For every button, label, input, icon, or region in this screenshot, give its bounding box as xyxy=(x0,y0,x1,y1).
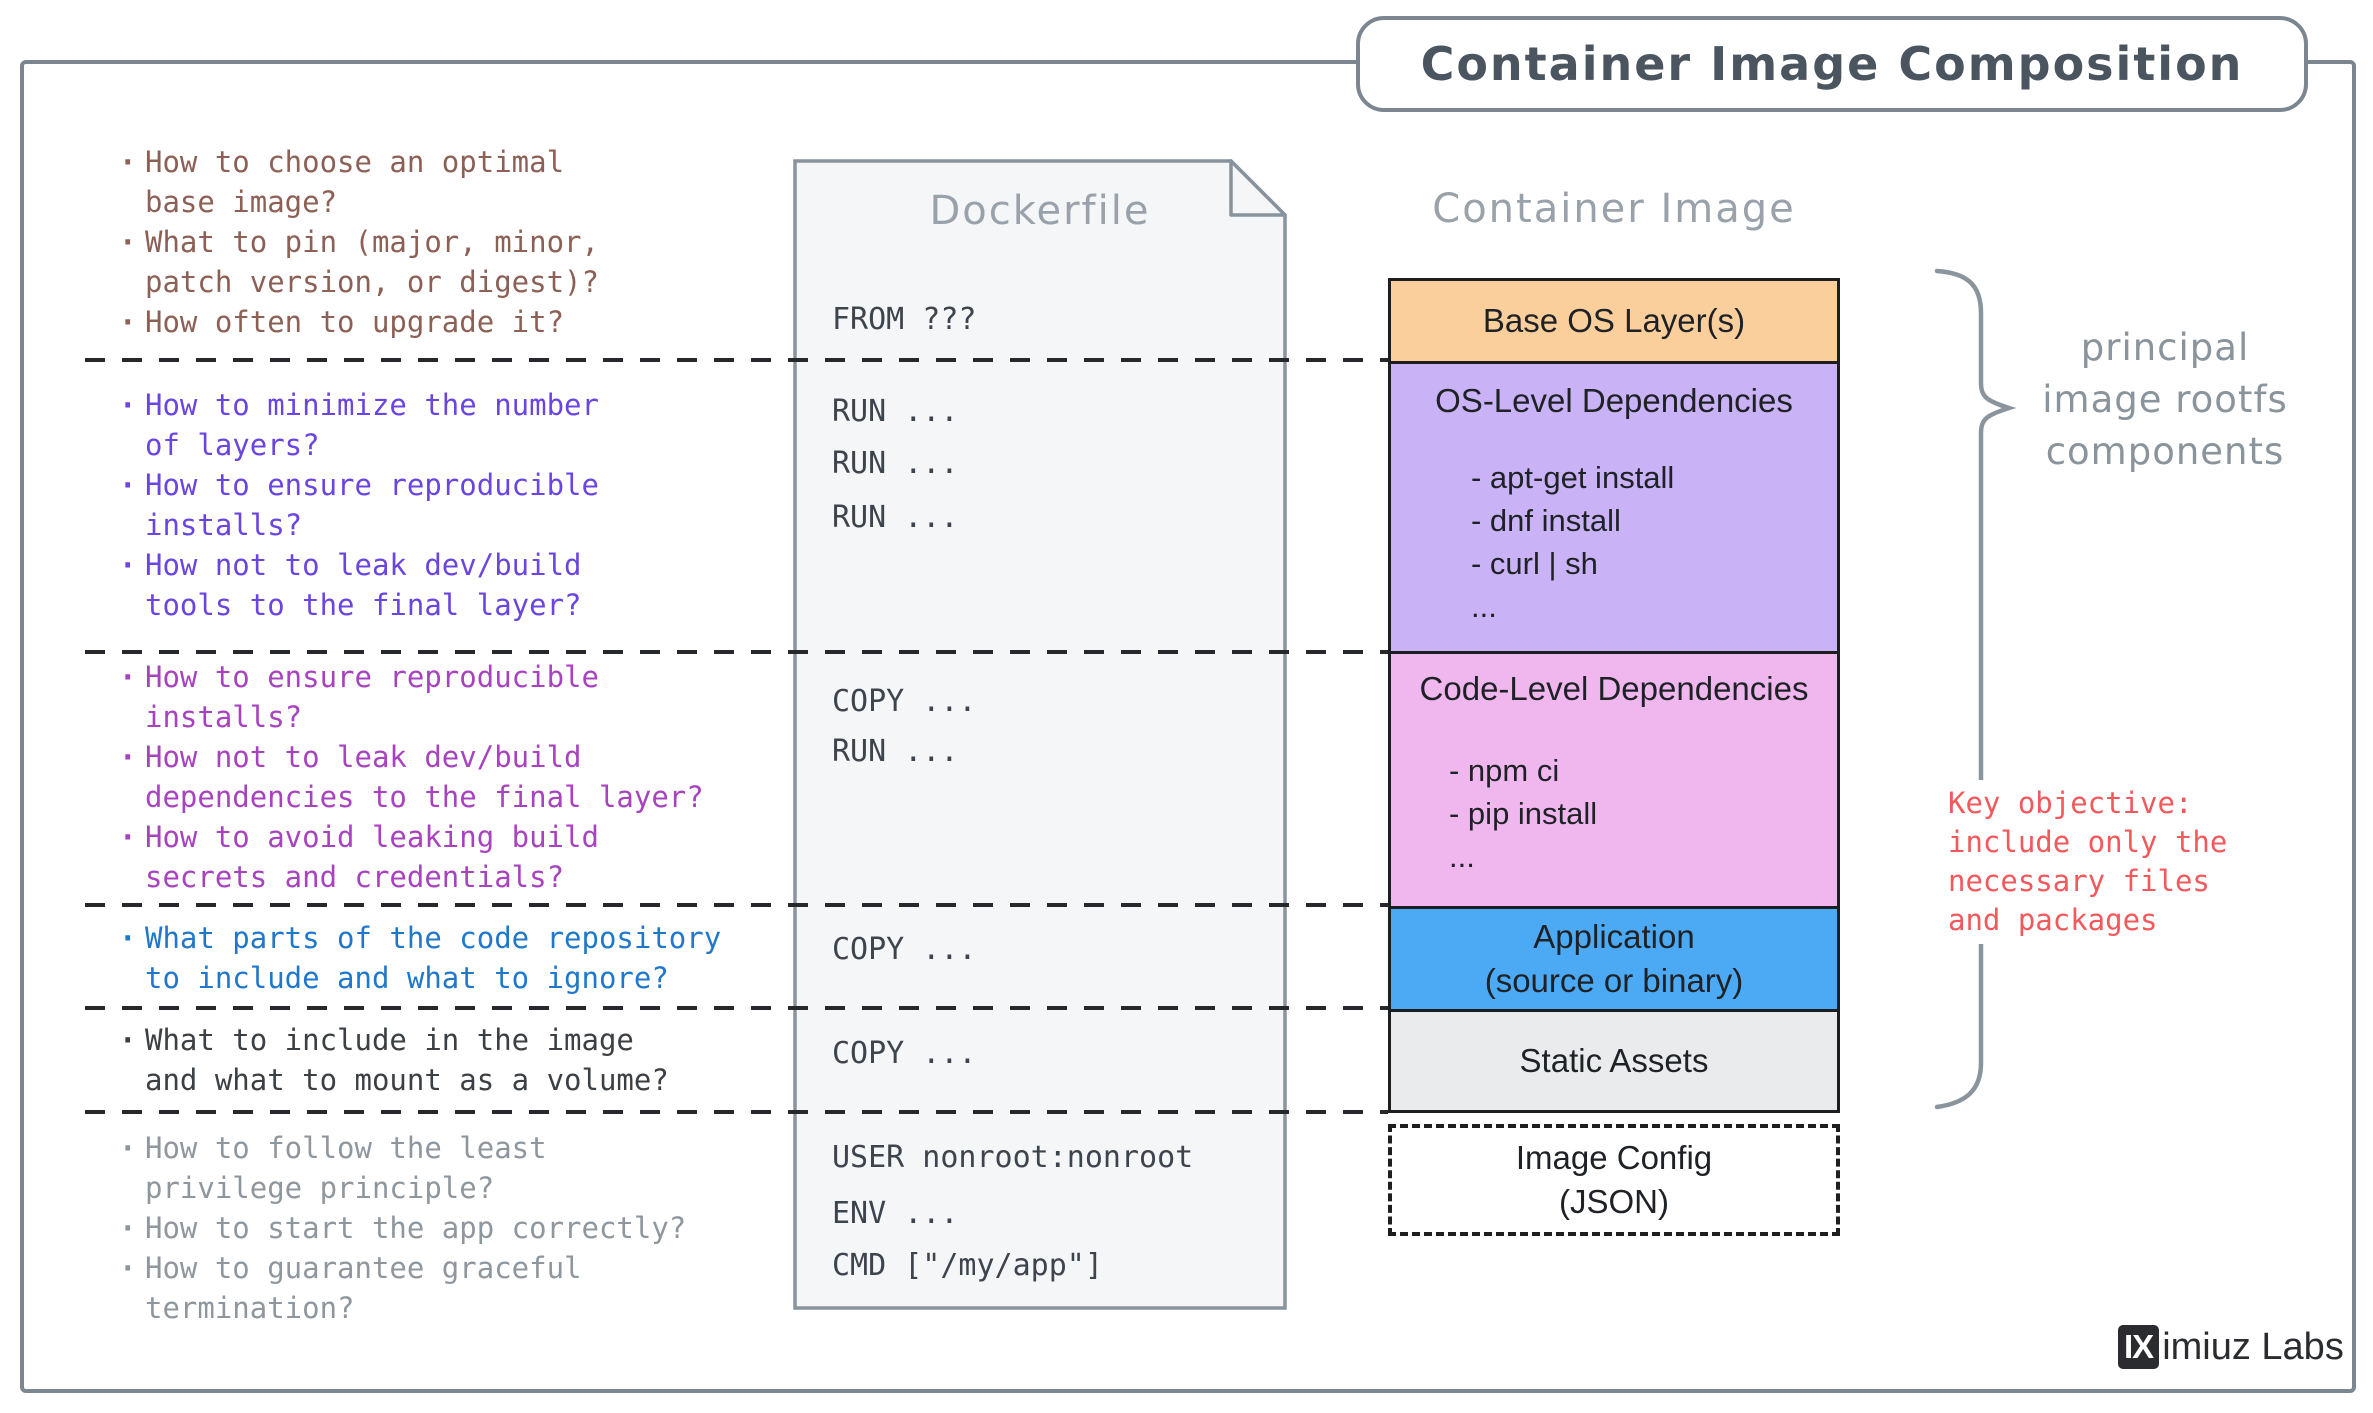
question-group-image-config: How to follow the least privilege princi… xyxy=(117,1128,777,1328)
dockerfile-instruction: RUN ... xyxy=(832,500,959,535)
layer-code-level-dependencies: Code-Level Dependencies - npm ci - pip i… xyxy=(1391,651,1837,906)
question-item: How to guarantee graceful termination? xyxy=(117,1248,777,1328)
title-box: Container Image Composition xyxy=(1356,16,2308,112)
dashed-separator xyxy=(85,358,1388,362)
dockerfile-instruction: RUN ... xyxy=(832,734,959,769)
container-image-stack: Base OS Layer(s) OS-Level Dependencies -… xyxy=(1388,278,1840,1113)
question-item: How to avoid leaking build secrets and c… xyxy=(117,817,777,897)
layer-application: Application (source or binary) xyxy=(1391,906,1837,1009)
logo-text: imiuz Labs xyxy=(2162,1325,2344,1368)
page-title: Container Image Composition xyxy=(1420,37,2244,91)
layer-os-level-dependencies: OS-Level Dependencies - apt-get install … xyxy=(1391,361,1837,651)
dashed-separator xyxy=(85,650,1388,654)
curly-brace xyxy=(1934,268,2017,1110)
question-item: What parts of the code repository to inc… xyxy=(117,918,777,998)
container-image-label: Container Image xyxy=(1432,186,1796,232)
layer-static-assets: Static Assets xyxy=(1391,1009,1837,1110)
outer-frame xyxy=(20,60,2356,1393)
dockerfile-instruction: COPY ... xyxy=(832,932,977,967)
question-item: What to pin (major, minor, patch version… xyxy=(117,222,777,302)
question-group-os-deps: How to minimize the number of layers? Ho… xyxy=(117,385,777,625)
question-item: How often to upgrade it? xyxy=(117,302,777,342)
dockerfile-instruction: COPY ... xyxy=(832,1036,977,1071)
layer-base-os: Base OS Layer(s) xyxy=(1391,281,1837,361)
layer-title: OS-Level Dependencies xyxy=(1435,382,1793,419)
layer-title: Static Assets xyxy=(1519,1042,1709,1079)
dockerfile-instruction: FROM ??? xyxy=(832,302,977,337)
dockerfile-label: Dockerfile xyxy=(929,188,1151,234)
layer-bullet-list: - apt-get install - dnf install - curl |… xyxy=(1471,460,1675,624)
question-item: How not to leak dev/build tools to the f… xyxy=(117,545,777,625)
layer-title: Image Config (JSON) xyxy=(1515,1139,1713,1220)
key-objective-note: Key objective: include only the necessar… xyxy=(1948,780,2234,944)
question-group-code-deps: How to ensure reproducible installs? How… xyxy=(117,657,777,897)
dockerfile-instruction: COPY ... xyxy=(832,684,977,719)
question-item: How to minimize the number of layers? xyxy=(117,385,777,465)
brace-annotation: principal image rootfs components xyxy=(2042,326,2288,473)
question-item: What to include in the image and what to… xyxy=(117,1020,777,1100)
dockerfile-instruction: RUN ... xyxy=(832,394,959,429)
question-group-static-assets: What to include in the image and what to… xyxy=(117,1020,777,1100)
layer-image-config: Image Config (JSON) xyxy=(1388,1124,1840,1236)
dockerfile-instruction: USER nonroot:nonroot xyxy=(832,1140,1194,1175)
logo-ix-box: IX xyxy=(2118,1325,2160,1369)
iximiuz-labs-logo: IX imiuz Labs xyxy=(2118,1325,2344,1369)
dockerfile-instruction: ENV ... xyxy=(832,1196,959,1231)
layer-bullet-list: - npm ci - pip install ... xyxy=(1449,753,1598,874)
dashed-separator xyxy=(85,1006,1388,1010)
layer-title: Base OS Layer(s) xyxy=(1482,302,1746,339)
question-item: How to follow the least privilege princi… xyxy=(117,1128,777,1208)
dockerfile-document-shape xyxy=(793,159,1287,1310)
dockerfile-instruction: CMD ["/my/app"] xyxy=(832,1248,1103,1283)
question-item: How to ensure reproducible installs? xyxy=(117,657,777,737)
layer-title: Application (source or binary) xyxy=(1484,918,1744,999)
question-item: How to start the app correctly? xyxy=(117,1208,777,1248)
question-item: How to ensure reproducible installs? xyxy=(117,465,777,545)
question-item: How not to leak dev/build dependencies t… xyxy=(117,737,777,817)
question-group-application: What parts of the code repository to inc… xyxy=(117,918,777,998)
question-group-base-image: How to choose an optimal base image? Wha… xyxy=(117,142,777,342)
dashed-separator xyxy=(85,903,1388,907)
layer-title: Code-Level Dependencies xyxy=(1419,670,1809,707)
dockerfile-instruction: RUN ... xyxy=(832,446,959,481)
dashed-separator xyxy=(85,1110,1388,1114)
question-item: How to choose an optimal base image? xyxy=(117,142,777,222)
